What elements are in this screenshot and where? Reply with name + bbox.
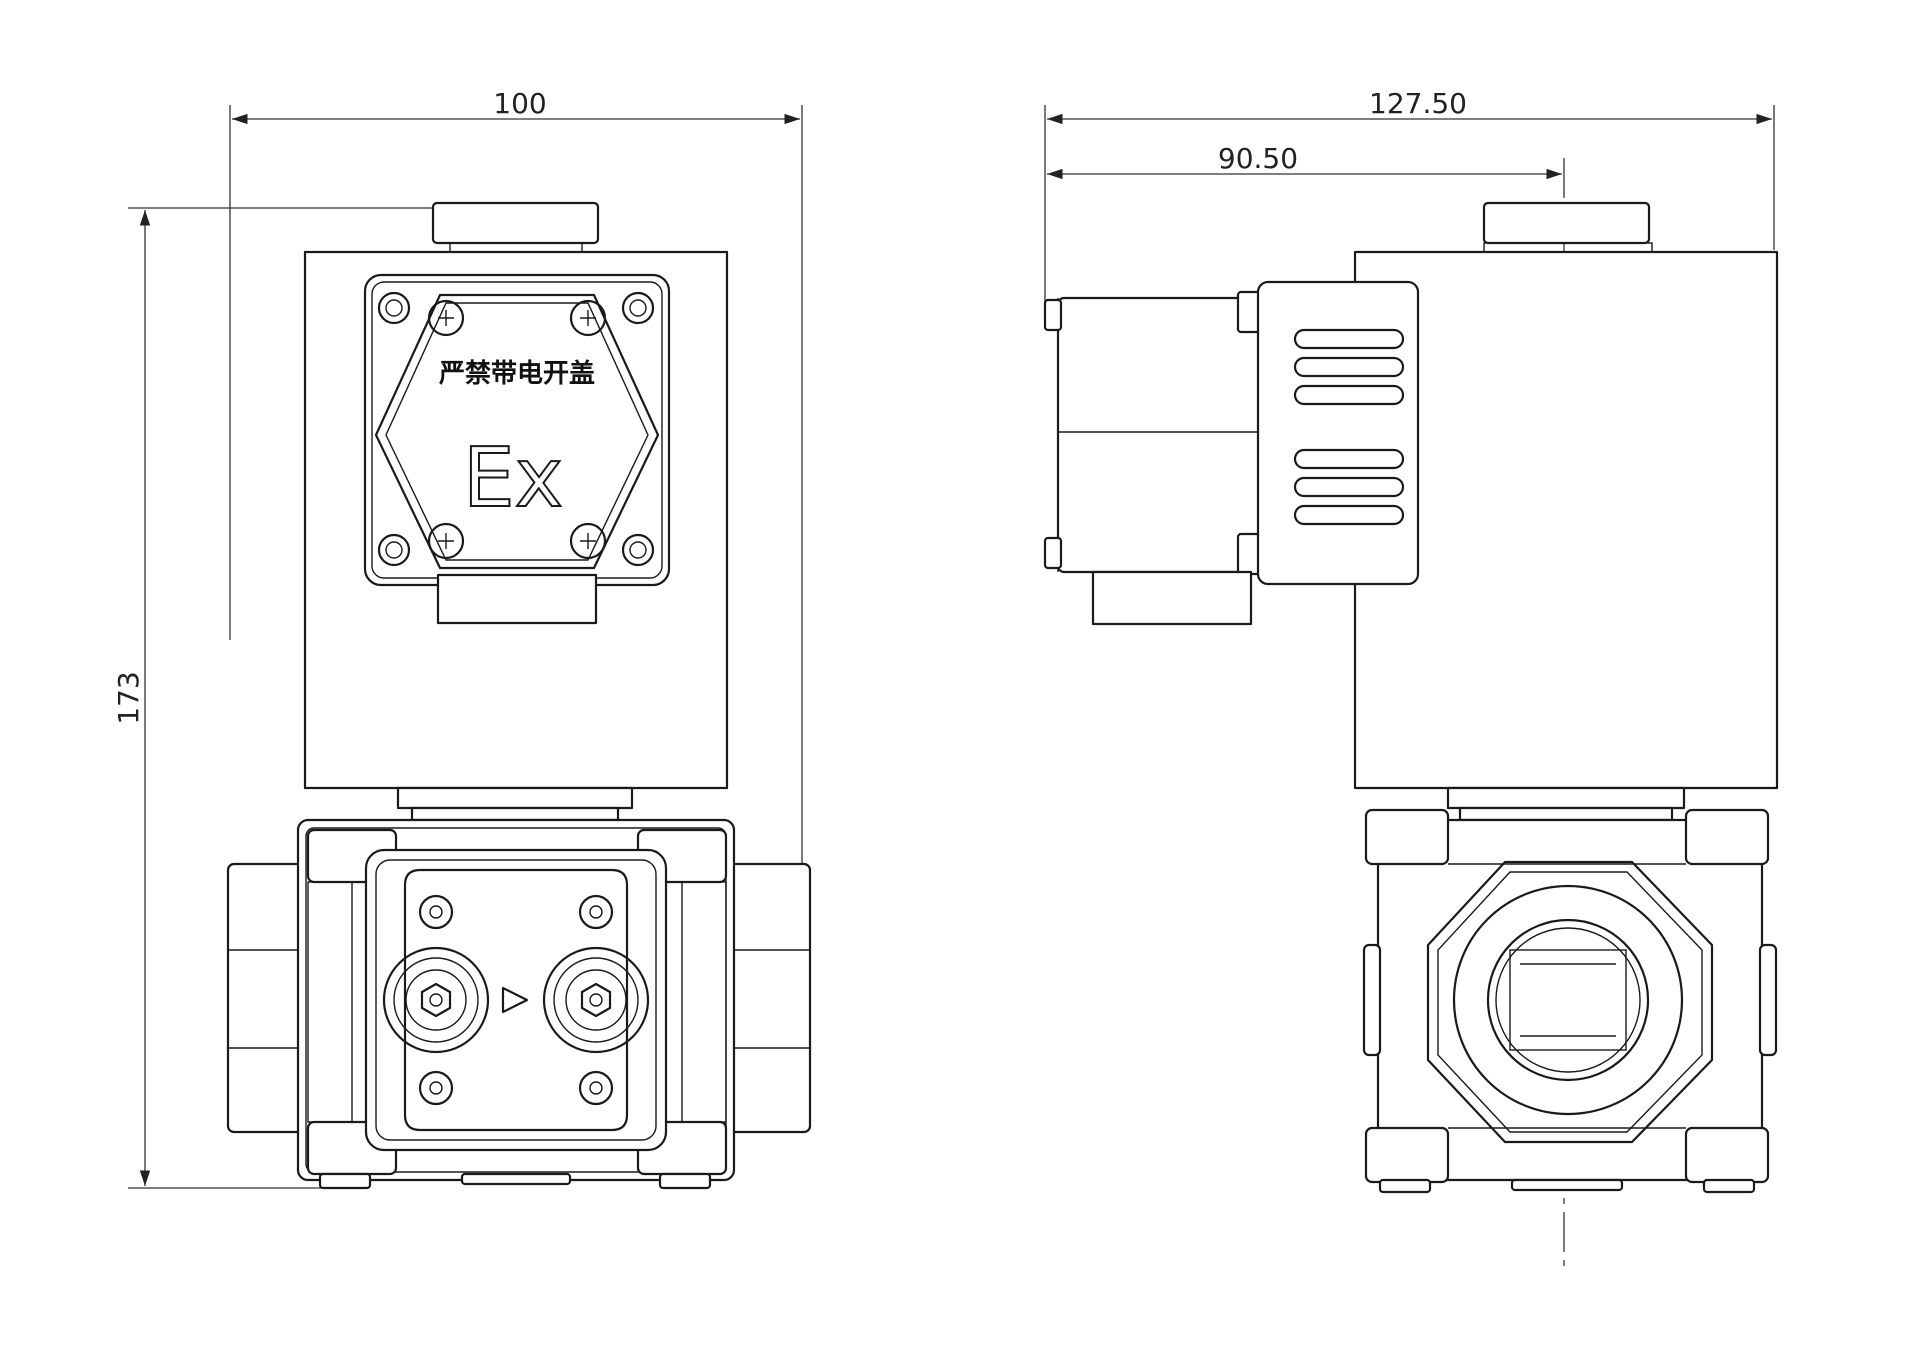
ex-mark: Ex <box>463 431 563 526</box>
cover-warning-text: 严禁带电开盖 <box>439 358 595 389</box>
front-small-bolt-2 <box>578 894 614 930</box>
front-box-screw-tr <box>621 291 655 325</box>
front-width-label: 100 <box>493 87 546 120</box>
side-total-width-label: 127.50 <box>1369 87 1467 120</box>
side-terminal-housing <box>1043 280 1420 586</box>
side-coil-body <box>1353 250 1779 790</box>
hex-nut-icon <box>420 982 452 1018</box>
phillips-screw-icon-3 <box>427 522 465 560</box>
front-port-right <box>542 946 650 1054</box>
hex-nut-icon <box>580 982 612 1018</box>
front-valve-body <box>226 818 812 1190</box>
front-width-dimension: 100 <box>229 87 803 870</box>
front-height-dimension: 173 <box>112 207 450 1189</box>
front-port-left <box>382 946 490 1054</box>
phillips-screw-icon-2 <box>569 299 607 337</box>
front-small-bolt-3 <box>418 1070 454 1106</box>
phillips-screw-icon-1 <box>427 299 465 337</box>
front-small-bolt-4 <box>578 1070 614 1106</box>
flow-direction-arrow-icon <box>501 986 529 1014</box>
side-top-cap <box>1482 201 1651 245</box>
front-terminal-box: 严禁带电开盖 Ex <box>363 273 671 587</box>
phillips-screw-icon-4 <box>569 522 607 560</box>
front-cable-gland <box>436 573 598 625</box>
front-box-screw-br <box>621 533 655 567</box>
side-cable-gland <box>1091 570 1253 626</box>
front-view: 严禁带电开盖 Ex <box>226 201 812 1190</box>
side-hex-port <box>1426 860 1714 1144</box>
side-offset-width-dimension: 90.50 <box>1047 142 1562 180</box>
front-box-screw-bl <box>377 533 411 567</box>
front-small-bolt-1 <box>418 894 454 930</box>
side-cooling-fins <box>1293 328 1405 526</box>
side-valve-body <box>1362 808 1778 1194</box>
front-box-screw-tl <box>377 291 411 325</box>
side-view <box>1043 201 1779 1194</box>
side-total-width-dimension: 127.50 <box>1044 87 1775 305</box>
front-top-cap <box>431 201 600 245</box>
side-offset-width-label: 90.50 <box>1218 142 1298 175</box>
front-height-label: 173 <box>112 671 145 724</box>
